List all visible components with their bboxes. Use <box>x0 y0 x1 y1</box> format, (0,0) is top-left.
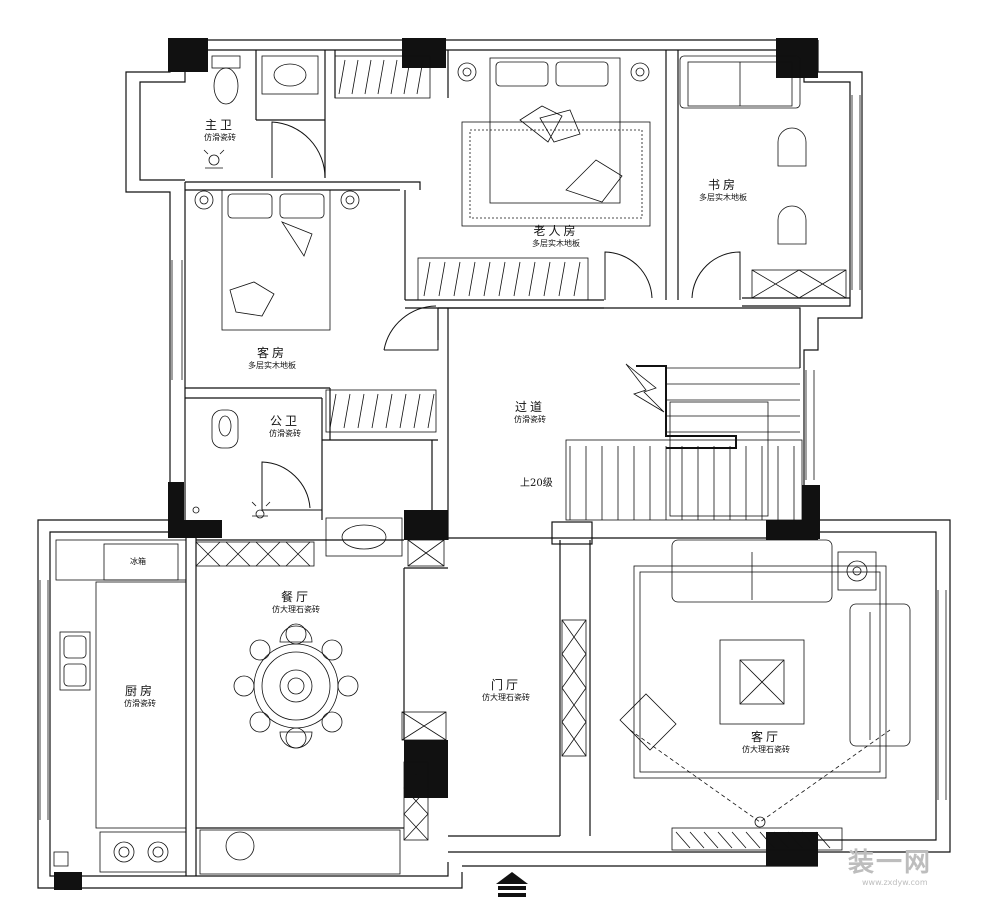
guest-room-furniture <box>194 189 360 331</box>
watermark-url: www.zxdyw.com <box>862 878 928 887</box>
wardrobes <box>195 55 847 841</box>
room-name: 公卫 <box>269 414 300 428</box>
door-swings <box>261 121 741 511</box>
elder-room-furniture <box>457 57 651 227</box>
master-bath-fixtures <box>203 55 319 169</box>
kitchen-counters <box>53 539 187 873</box>
room-name: 主卫 <box>204 118 235 132</box>
floor-material: 仿大理石瓷砖 <box>742 745 790 754</box>
room-label-guest-room: 客房 多层实木地板 <box>248 346 296 371</box>
room-label-master-bath: 主卫 仿滑瓷砖 <box>204 118 236 143</box>
entrance-arrow-icon <box>496 872 528 897</box>
room-name: 老人房 <box>533 224 579 238</box>
room-name: 餐厅 <box>280 590 311 604</box>
room-label-corridor: 过道 仿滑瓷砖 <box>514 400 546 425</box>
public-bath-fixtures <box>192 409 403 557</box>
dining-table <box>199 623 401 875</box>
room-label-elder-room: 老人房 多层实木地板 <box>532 224 580 249</box>
floor-material: 仿滑瓷砖 <box>124 699 156 708</box>
floor-material: 多层实木地板 <box>248 361 296 370</box>
stair-note: 上20级 <box>520 478 553 489</box>
floor-material: 仿滑瓷砖 <box>269 429 301 438</box>
study-furniture <box>679 55 807 245</box>
room-label-living: 客厅 仿大理石瓷砖 <box>742 730 790 755</box>
structural-columns <box>54 38 820 890</box>
room-name: 厨房 <box>124 684 155 698</box>
watermark-text: 装一网 <box>848 848 933 878</box>
room-name: 过道 <box>514 400 545 414</box>
room-name: 客厅 <box>750 730 781 744</box>
floor-material: 仿大理石瓷砖 <box>482 693 530 702</box>
floor-material: 仿滑瓷砖 <box>204 133 236 142</box>
fridge-label: 冰箱 <box>130 557 146 566</box>
room-label-public-bath: 公卫 仿滑瓷砖 <box>269 414 301 439</box>
room-label-foyer: 门厅 仿大理石瓷砖 <box>482 678 530 703</box>
room-label-study: 书房 多层实木地板 <box>699 178 747 203</box>
room-name: 书房 <box>707 178 738 192</box>
room-label-dining: 餐厅 仿大理石瓷砖 <box>272 590 320 615</box>
floor-material: 仿滑瓷砖 <box>514 415 546 424</box>
exterior-walls <box>37 39 951 889</box>
staircase <box>565 363 803 521</box>
room-name: 客房 <box>256 346 287 360</box>
room-name: 门厅 <box>490 678 521 692</box>
floor-material: 仿大理石瓷砖 <box>272 605 320 614</box>
floor-material: 多层实木地板 <box>532 239 580 248</box>
windows <box>39 95 947 820</box>
floor-material: 多层实木地板 <box>699 193 747 202</box>
room-label-kitchen: 厨房 仿滑瓷砖 <box>124 684 156 709</box>
living-room-furniture <box>619 539 911 851</box>
